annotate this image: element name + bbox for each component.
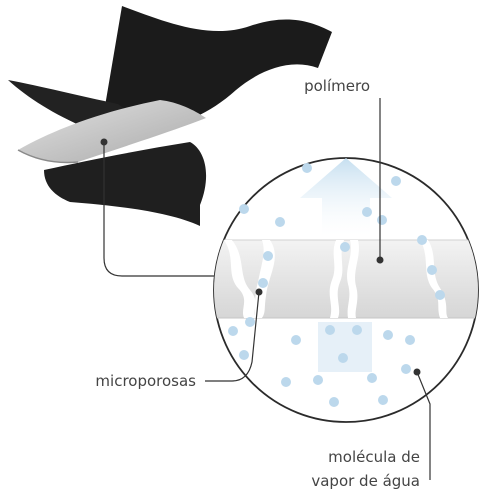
fabric-bottom-layer: [44, 142, 207, 226]
water-droplet-icon: [338, 353, 348, 363]
water-droplet-icon: [313, 375, 323, 385]
molecule-leader-line: [416, 371, 431, 480]
water-droplet-icon: [245, 317, 255, 327]
fabric-layers: [8, 6, 332, 226]
water-droplet-icon: [401, 364, 411, 374]
polymer-label: polímero: [304, 77, 370, 95]
molecule-pointer-dot: [413, 368, 421, 376]
micropore-channel: [347, 240, 359, 318]
water-droplet-icon: [281, 377, 291, 387]
water-droplet-icon: [302, 163, 312, 173]
water-droplet-icon: [228, 326, 238, 336]
water-droplet-icon: [435, 290, 445, 300]
magnified-view: [213, 157, 479, 423]
water-droplet-icon: [378, 395, 388, 405]
molecule-label-line1: molécula de: [328, 448, 420, 466]
water-droplet-icon: [239, 204, 249, 214]
water-droplet-icon: [239, 350, 249, 360]
water-droplet-icon: [275, 217, 285, 227]
membrane-edge: [17, 149, 79, 164]
membrane-pointer-dot: [100, 138, 108, 146]
water-droplet-icon: [427, 265, 437, 275]
water-droplet-icon: [405, 335, 415, 345]
water-droplet-icon: [352, 325, 362, 335]
micropores-label: microporosas: [95, 372, 196, 390]
water-droplet-icon: [325, 325, 335, 335]
polymer-pointer-dot: [376, 256, 384, 264]
water-droplet-icon: [340, 242, 350, 252]
water-droplet-icon: [263, 251, 273, 261]
leader-lines: [103, 98, 431, 480]
membrane-layer: [18, 100, 206, 163]
water-droplet-icon: [258, 278, 268, 288]
micropores-pointer-dot: [255, 288, 263, 296]
micropore-channel: [224, 240, 256, 318]
water-droplet-icon: [329, 397, 339, 407]
water-droplet-icon: [291, 335, 301, 345]
membrane-leader-line: [103, 142, 214, 277]
leader-endpoints: [100, 138, 421, 376]
molecule-label-line2: vapor de água: [311, 472, 420, 490]
water-droplet-icon: [383, 330, 393, 340]
micropore-channel: [329, 240, 344, 318]
fabric-top-layer: [104, 6, 332, 129]
water-droplet-icon: [367, 373, 377, 383]
water-droplet-icon: [417, 235, 427, 245]
water-droplet-icon: [377, 215, 387, 225]
water-droplet-icon: [391, 176, 401, 186]
micropores-leader-line: [205, 291, 260, 382]
water-droplet-icon: [362, 207, 372, 217]
